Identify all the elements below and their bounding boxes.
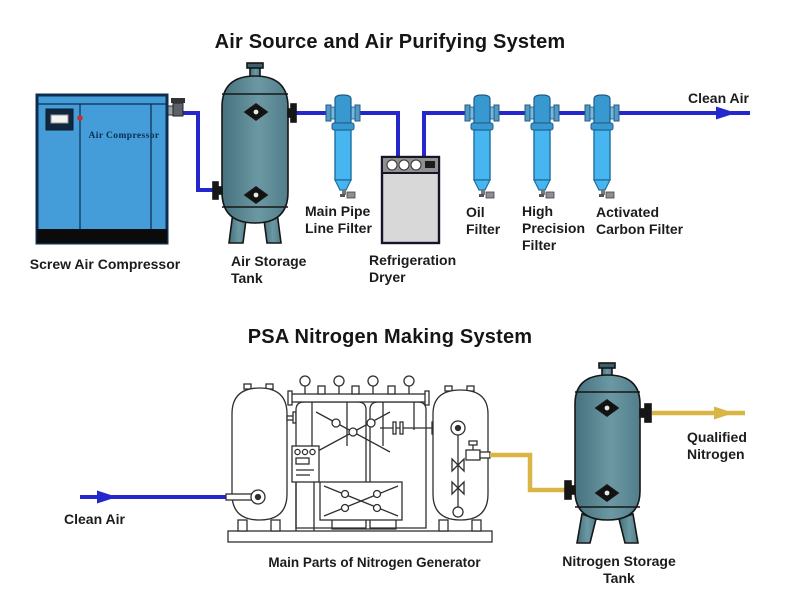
activated-carbon-filter-label: Activated Carbon Filter	[596, 204, 684, 237]
compressor-machine-text: Air Compressor	[88, 131, 160, 141]
compressor-indicator-light	[77, 115, 83, 121]
high-precision-filter-label: High Precision Filter	[522, 203, 586, 253]
nitrogen-system-title: PSA Nitrogen Making System	[247, 326, 533, 348]
clean-air-label-bottom: Clean Air	[64, 511, 125, 527]
clean-air-arrowhead	[716, 106, 736, 120]
air-storage-tank-graphic	[212, 62, 297, 244]
nitrogen-generator-graphic	[225, 375, 493, 543]
screw-air-compressor-graphic	[35, 93, 185, 245]
clean-air-inlet-arrowhead	[97, 490, 117, 504]
refrigeration-dryer-label: Refrigeration Dryer	[369, 252, 457, 285]
air-system-title: Air Source and Air Purifying System	[214, 31, 566, 53]
nitrogen-generator-label: Main Parts of Nitrogen Generator	[268, 555, 481, 570]
nitrogen-storage-tank-graphic	[564, 362, 652, 544]
high-precision-filter-graphic	[524, 94, 560, 199]
nitrogen-storage-tank-label: Nitrogen Storage Tank	[562, 553, 676, 586]
oil-filter-label: Oil Filter	[466, 204, 501, 237]
main-pipe-line-filter-graphic	[325, 94, 361, 199]
qualified-nitrogen-label: Qualified Nitrogen	[687, 429, 747, 462]
qualified-nitrogen-arrowhead	[714, 406, 734, 420]
oil-filter-graphic	[464, 94, 500, 199]
compressor-label: Screw Air Compressor	[29, 256, 181, 272]
main-pipe-line-filter-label: Main Pipe Line Filter	[305, 203, 372, 236]
air-storage-tank-label: Air Storage Tank	[231, 253, 307, 286]
clean-air-label-top: Clean Air	[688, 90, 749, 106]
activated-carbon-filter-graphic	[584, 94, 620, 199]
refrigeration-dryer-graphic	[380, 155, 441, 245]
